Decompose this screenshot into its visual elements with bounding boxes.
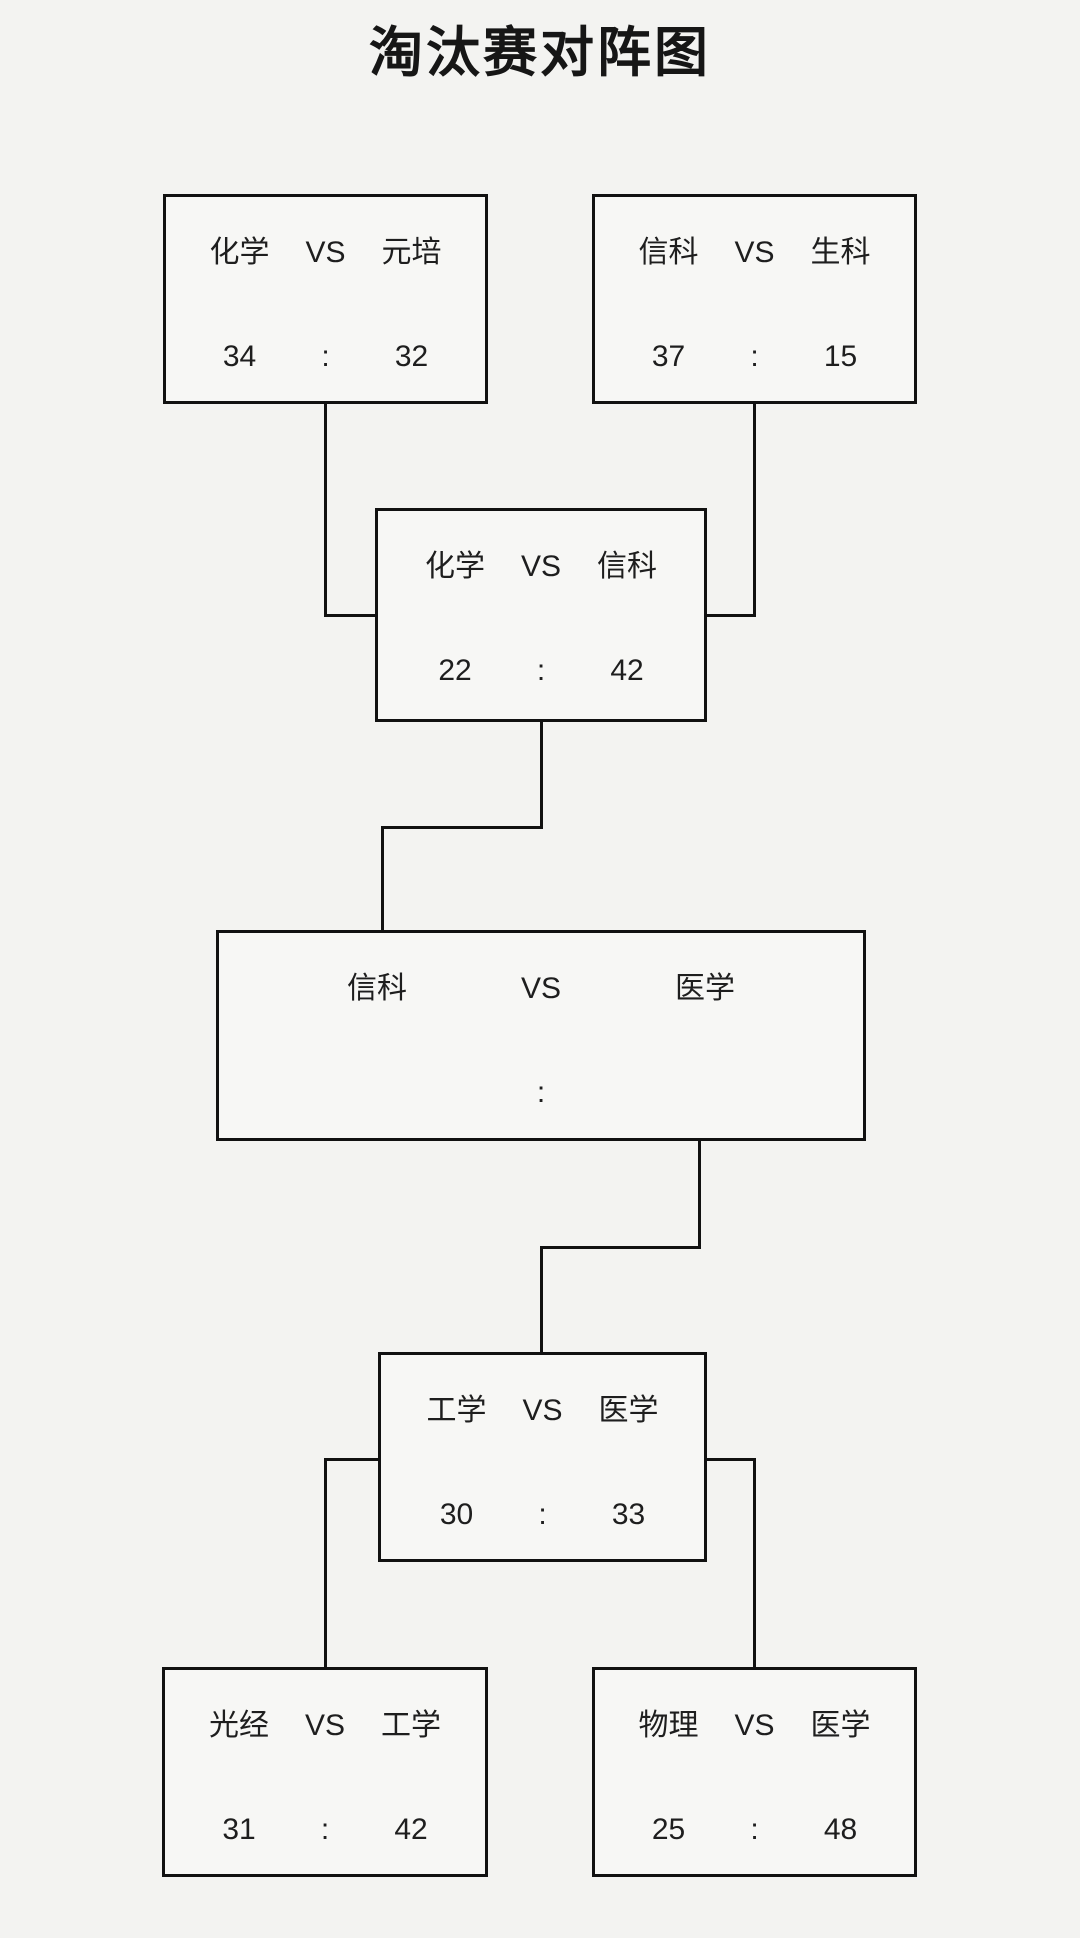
team1-label: 光经	[209, 1709, 269, 1742]
score-separator: :	[320, 1813, 330, 1846]
team1-label: 信科	[347, 972, 407, 1005]
match-box-semifinal-top: 化学 VS 信科 22 : 42	[375, 508, 707, 722]
team-row: 工学 VS 医学	[381, 1395, 704, 1427]
match-box-round1-top-right: 信科 VS 生科 37 : 15	[592, 194, 917, 404]
team2-label: 工学	[381, 1709, 441, 1742]
team2-label: 医学	[598, 1394, 659, 1427]
score-row: 22 : 42	[378, 655, 704, 687]
connector-semitop-to-final	[381, 826, 384, 933]
score1-value: 37	[651, 340, 686, 373]
score2-value: 32	[394, 340, 429, 373]
score2-value: 42	[610, 654, 644, 687]
score-separator: :	[538, 1498, 547, 1531]
vs-label: VS	[520, 972, 562, 1005]
score1-value: 31	[222, 1813, 256, 1846]
score-separator: :	[750, 1813, 759, 1846]
score1-value: 25	[651, 1813, 686, 1846]
team2-label: 元培	[381, 236, 442, 269]
team-row: 化学 VS 元培	[166, 237, 485, 269]
vs-label: VS	[304, 1709, 346, 1742]
connector-topright-down	[753, 404, 756, 617]
team1-label: 化学	[425, 550, 485, 583]
score2-value: 48	[823, 1813, 858, 1846]
match-box-round1-bottom-right: 物理 VS 医学 25 : 48	[592, 1667, 917, 1877]
connector-topleft-right	[324, 614, 378, 617]
score2-value	[623, 1077, 787, 1109]
score1-value: 34	[222, 340, 257, 373]
page-title: 淘汰赛对阵图	[369, 23, 711, 83]
team-row: 光经 VS 工学	[165, 1710, 485, 1742]
score-separator: :	[536, 1076, 546, 1109]
match-box-final: 信科 VS 医学 :	[216, 930, 866, 1141]
connector-final-jog	[540, 1246, 701, 1249]
vs-label: VS	[305, 236, 346, 269]
score1-value: 30	[439, 1498, 474, 1531]
team-row: 信科 VS 生科	[595, 237, 914, 269]
connector-semitop-down	[540, 719, 543, 829]
score-separator: :	[321, 340, 330, 373]
score-separator: :	[536, 654, 546, 687]
team2-label: 医学	[810, 1709, 871, 1742]
team1-label: 化学	[209, 236, 270, 269]
team1-label: 工学	[426, 1394, 487, 1427]
score2-value: 15	[823, 340, 858, 373]
team-row: 化学 VS 信科	[378, 551, 704, 583]
connector-bottomleft-up	[324, 1458, 327, 1670]
team1-label: 信科	[638, 236, 699, 269]
team-row: 信科 VS 医学	[219, 973, 863, 1005]
score1-value	[295, 1077, 459, 1109]
score-row: 25 : 48	[595, 1814, 914, 1846]
connector-topright-left	[704, 614, 756, 617]
score-row: 37 : 15	[595, 341, 914, 373]
connector-semitop-jog	[381, 826, 543, 829]
vs-label: VS	[734, 1709, 775, 1742]
score2-value: 33	[611, 1498, 646, 1531]
score-row: 34 : 32	[166, 341, 485, 373]
score-row: :	[219, 1077, 863, 1109]
team2-label: 医学	[675, 972, 735, 1005]
match-box-round1-top-left: 化学 VS 元培 34 : 32	[163, 194, 488, 404]
connector-bottomright-left	[704, 1458, 756, 1461]
vs-label: VS	[522, 1394, 563, 1427]
score2-value: 42	[394, 1813, 428, 1846]
team2-label: 生科	[810, 236, 871, 269]
score1-value: 22	[438, 654, 472, 687]
team-row: 物理 VS 医学	[595, 1710, 914, 1742]
connector-final-to-semibot	[540, 1246, 543, 1355]
vs-label: VS	[734, 236, 775, 269]
match-box-semifinal-bottom: 工学 VS 医学 30 : 33	[378, 1352, 707, 1562]
team2-label: 信科	[597, 550, 657, 583]
connector-bottomright-up	[753, 1458, 756, 1670]
score-row: 31 : 42	[165, 1814, 485, 1846]
connector-bottomleft-right	[324, 1458, 381, 1461]
team1-label: 物理	[638, 1709, 699, 1742]
connector-final-down	[698, 1138, 701, 1249]
score-separator: :	[750, 340, 759, 373]
match-box-round1-bottom-left: 光经 VS 工学 31 : 42	[162, 1667, 488, 1877]
vs-label: VS	[520, 550, 562, 583]
connector-topleft-down	[324, 404, 327, 617]
score-row: 30 : 33	[381, 1499, 704, 1531]
